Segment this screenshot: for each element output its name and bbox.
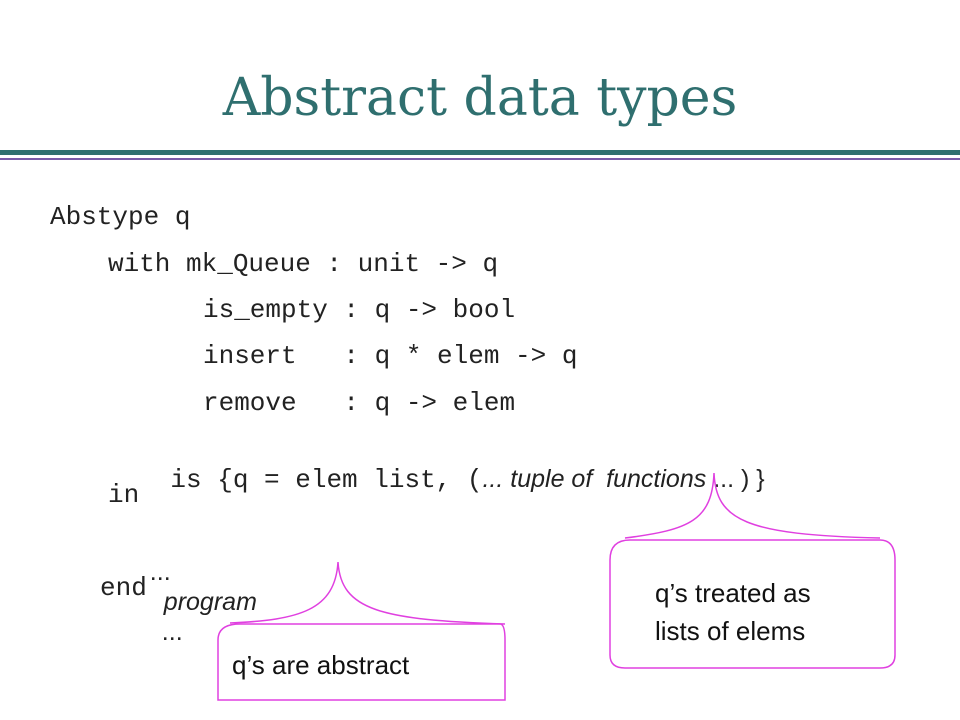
code-line-is-empty: is_empty : q -> bool [203,295,516,325]
program-dots-right: ... [161,618,183,646]
title-divider [0,150,960,160]
treated-callout-brace [624,472,881,539]
code-line-insert: insert : q * elem -> q [203,341,578,371]
code-line-in: in [108,480,140,510]
code-is-part: is {q = elem list, ( [170,465,483,495]
abstract-callout-text: q’s are abstract [232,650,410,680]
divider-rule-bottom [0,158,960,160]
code-is-tail: ... ) } [713,465,765,493]
code-line-abstype: Abstype q [50,202,191,232]
tuple-of-functions-text: ... tuple of functions [482,465,707,493]
code-line-with: with mk_Queue : unit -> q [108,249,499,279]
divider-rule-top [0,150,960,155]
abstract-callout-brace [229,561,506,625]
program-line: ... program ... [122,527,257,677]
slide-title: Abstract data types [222,68,738,128]
treated-callout-line1: q’s treated as [655,578,811,608]
code-line-is: is {q = elem list, (... tuple of functio… [108,434,765,525]
program-dots-left: ... [149,558,171,586]
program-text: program [163,588,257,616]
code-line-remove: remove : q -> elem [203,388,516,418]
code-line-end: end [100,573,147,603]
treated-callout-box [609,539,896,669]
treated-callout-line2: lists of elems [655,616,806,646]
